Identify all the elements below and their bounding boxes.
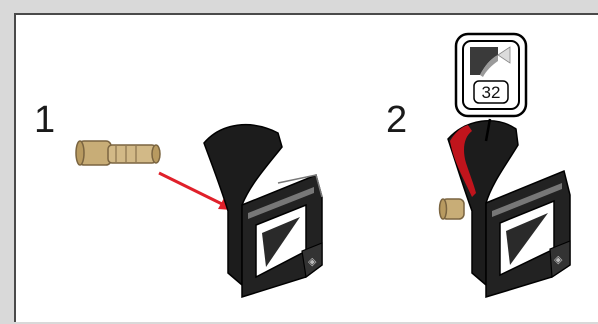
axle-pin: [76, 141, 160, 165]
svg-text:◈: ◈: [554, 253, 563, 266]
sticker-number: 32: [482, 83, 501, 102]
axle-pin-installed: [440, 199, 465, 219]
bracket-part-step2: ◈: [448, 121, 570, 297]
instruction-illustration: ◈ ◈: [16, 15, 598, 324]
step-number-1: 1: [34, 101, 55, 139]
instruction-panel: ◈ ◈: [14, 13, 598, 322]
bracket-part-step1: ◈: [204, 125, 322, 297]
step-number-2: 2: [386, 101, 407, 139]
svg-text:◈: ◈: [308, 255, 317, 268]
